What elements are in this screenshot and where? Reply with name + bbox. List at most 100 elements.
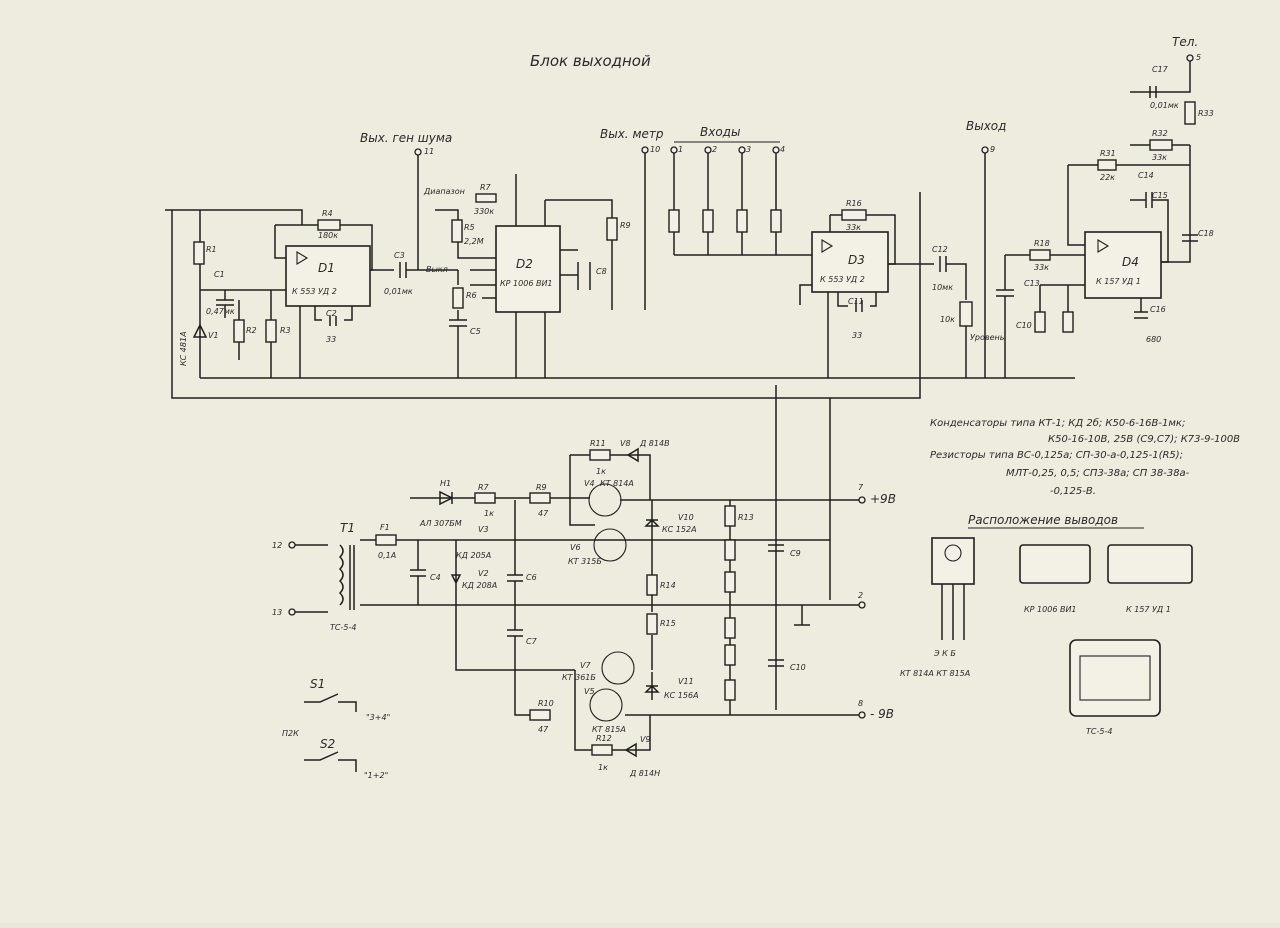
zener-v9 xyxy=(624,742,637,758)
led-h1 xyxy=(439,490,454,506)
resistor-r18 xyxy=(1029,249,1051,261)
label-c4: C4 xyxy=(430,573,441,582)
transistor-v5 xyxy=(589,688,623,722)
wire-d4-mid xyxy=(1039,284,1085,312)
terminal-1-label: 1 xyxy=(678,145,683,154)
rail-top-left xyxy=(165,209,303,225)
capacitor-c18 xyxy=(1161,145,1198,263)
resistor-r33 xyxy=(1184,101,1196,125)
label-v5: V5 xyxy=(584,687,595,696)
fuse-f1 xyxy=(375,534,397,546)
pinout-dip-1-type: КР 1006 ВИ1 xyxy=(1024,605,1077,614)
label-meter-out: Вых. метр xyxy=(600,127,664,141)
resistor-r11 xyxy=(589,449,611,461)
label-r6: R6 xyxy=(466,291,477,300)
wire-d2-in xyxy=(435,209,496,259)
resistor-r12 xyxy=(591,744,613,756)
label-c17: C17 xyxy=(1152,65,1169,74)
zener-v8 xyxy=(626,447,639,463)
label-c17-value: 0,01мк xyxy=(1150,101,1179,110)
terminal-13-label: 13 xyxy=(272,608,282,617)
potentiometer-level xyxy=(959,301,973,327)
label-v10: V10 xyxy=(678,513,694,522)
terminal-2-psu xyxy=(858,601,866,609)
rail-bottom xyxy=(171,192,921,399)
label-h1: H1 xyxy=(440,479,451,488)
wire-v5 xyxy=(574,670,860,751)
zener-v11 xyxy=(644,672,660,700)
label-range: Диапазон xyxy=(423,187,465,196)
label-level: Уровень xyxy=(970,333,1005,342)
capacitor-c3 xyxy=(370,262,458,278)
label-r8-value: 330к xyxy=(474,207,494,216)
capacitor-c14 xyxy=(1130,192,1169,263)
label-c3-value: 0,01мк xyxy=(384,287,413,296)
ic-d4-name: D4 xyxy=(1122,255,1139,269)
pinout-dip-1 xyxy=(1019,544,1091,584)
resistor-in-3 xyxy=(736,209,748,233)
diagram-title: Блок выходной xyxy=(530,52,651,70)
capacitor-c5 xyxy=(449,270,467,378)
switch-s1 xyxy=(304,693,357,712)
terminal-1 xyxy=(670,146,678,154)
resistor-r4 xyxy=(317,219,341,231)
label-r14: R14 xyxy=(660,581,676,590)
label-plus9v: +9В xyxy=(870,492,896,506)
resistor-r13 xyxy=(724,505,736,527)
switch-s2 xyxy=(304,751,357,772)
label-r12: R12 xyxy=(596,734,612,743)
label-r9-top: R9 xyxy=(620,221,631,230)
resistor-r15 xyxy=(646,613,658,635)
ic-d4-type: К 157 УД 1 xyxy=(1096,277,1141,286)
label-r2: R2 xyxy=(246,326,257,335)
label-v3: V3 xyxy=(478,525,489,534)
label-minus9v: - 9В xyxy=(870,707,894,721)
resistor-r31 xyxy=(1097,159,1117,171)
label-s1: S1 xyxy=(310,677,325,691)
label-noise-out: Вых. ген шума xyxy=(360,131,452,145)
label-c6: C6 xyxy=(526,573,537,582)
label-r4-value: 180к xyxy=(318,231,338,240)
terminal-5-tel xyxy=(1186,54,1194,62)
label-f1-value: 0,1А xyxy=(378,551,396,560)
label-v4: V4 xyxy=(584,479,595,488)
label-c11: C11 xyxy=(848,297,864,306)
label-v5-type: КТ 815А xyxy=(592,725,626,734)
resistor-in-4 xyxy=(770,209,782,233)
label-v6-type: КТ 315Б xyxy=(568,557,602,566)
label-r16: R16 xyxy=(846,199,862,208)
pinout-title: Расположение выводов xyxy=(968,513,1118,527)
capacitor-c4 xyxy=(410,540,426,605)
label-s2-type: "1+2" xyxy=(364,771,388,780)
label-v8-type: Д 814В xyxy=(639,439,670,448)
label-c15: C15 xyxy=(1152,191,1168,200)
label-r31: R31 xyxy=(1100,149,1116,158)
label-level-value: 10к xyxy=(940,315,955,324)
resistor-trim-3 xyxy=(724,644,736,666)
terminal-12 xyxy=(288,541,296,549)
label-r33: R33 xyxy=(1198,109,1214,118)
resistor-r14 xyxy=(646,574,658,596)
label-r5: R5 xyxy=(464,223,475,232)
label-c7: C7 xyxy=(526,637,538,646)
note-line-3: Резисторы типа ВС-0,125а; СП-30-а-0,125-… xyxy=(930,450,1183,461)
resistor-trim-1 xyxy=(724,571,736,593)
label-c10-psu: C10 xyxy=(790,663,806,672)
resistor-r16 xyxy=(841,209,867,221)
terminal-11-label: 11 xyxy=(424,147,434,156)
label-r18: R18 xyxy=(1034,239,1050,248)
label-f1: F1 xyxy=(380,523,390,532)
ic-d2-type: КР 1006 ВИ1 xyxy=(500,279,553,288)
wire-psu-vertical xyxy=(775,385,831,710)
diode-v2 xyxy=(450,540,575,671)
label-r9-value: 47 xyxy=(538,509,549,518)
label-v4-type: КТ 814А xyxy=(600,479,634,488)
label-c13: C13 xyxy=(1024,279,1040,288)
terminal-8 xyxy=(858,711,866,719)
capacitor-c6-c7 xyxy=(507,500,530,716)
note-line-1: Конденсаторы типа КТ-1; КД 2б; К50-6-16В… xyxy=(930,417,1185,429)
terminal-4 xyxy=(772,146,780,154)
transistor-v6 xyxy=(593,528,627,562)
label-s2: S2 xyxy=(320,737,335,751)
label-p2k: П2К xyxy=(282,729,299,738)
